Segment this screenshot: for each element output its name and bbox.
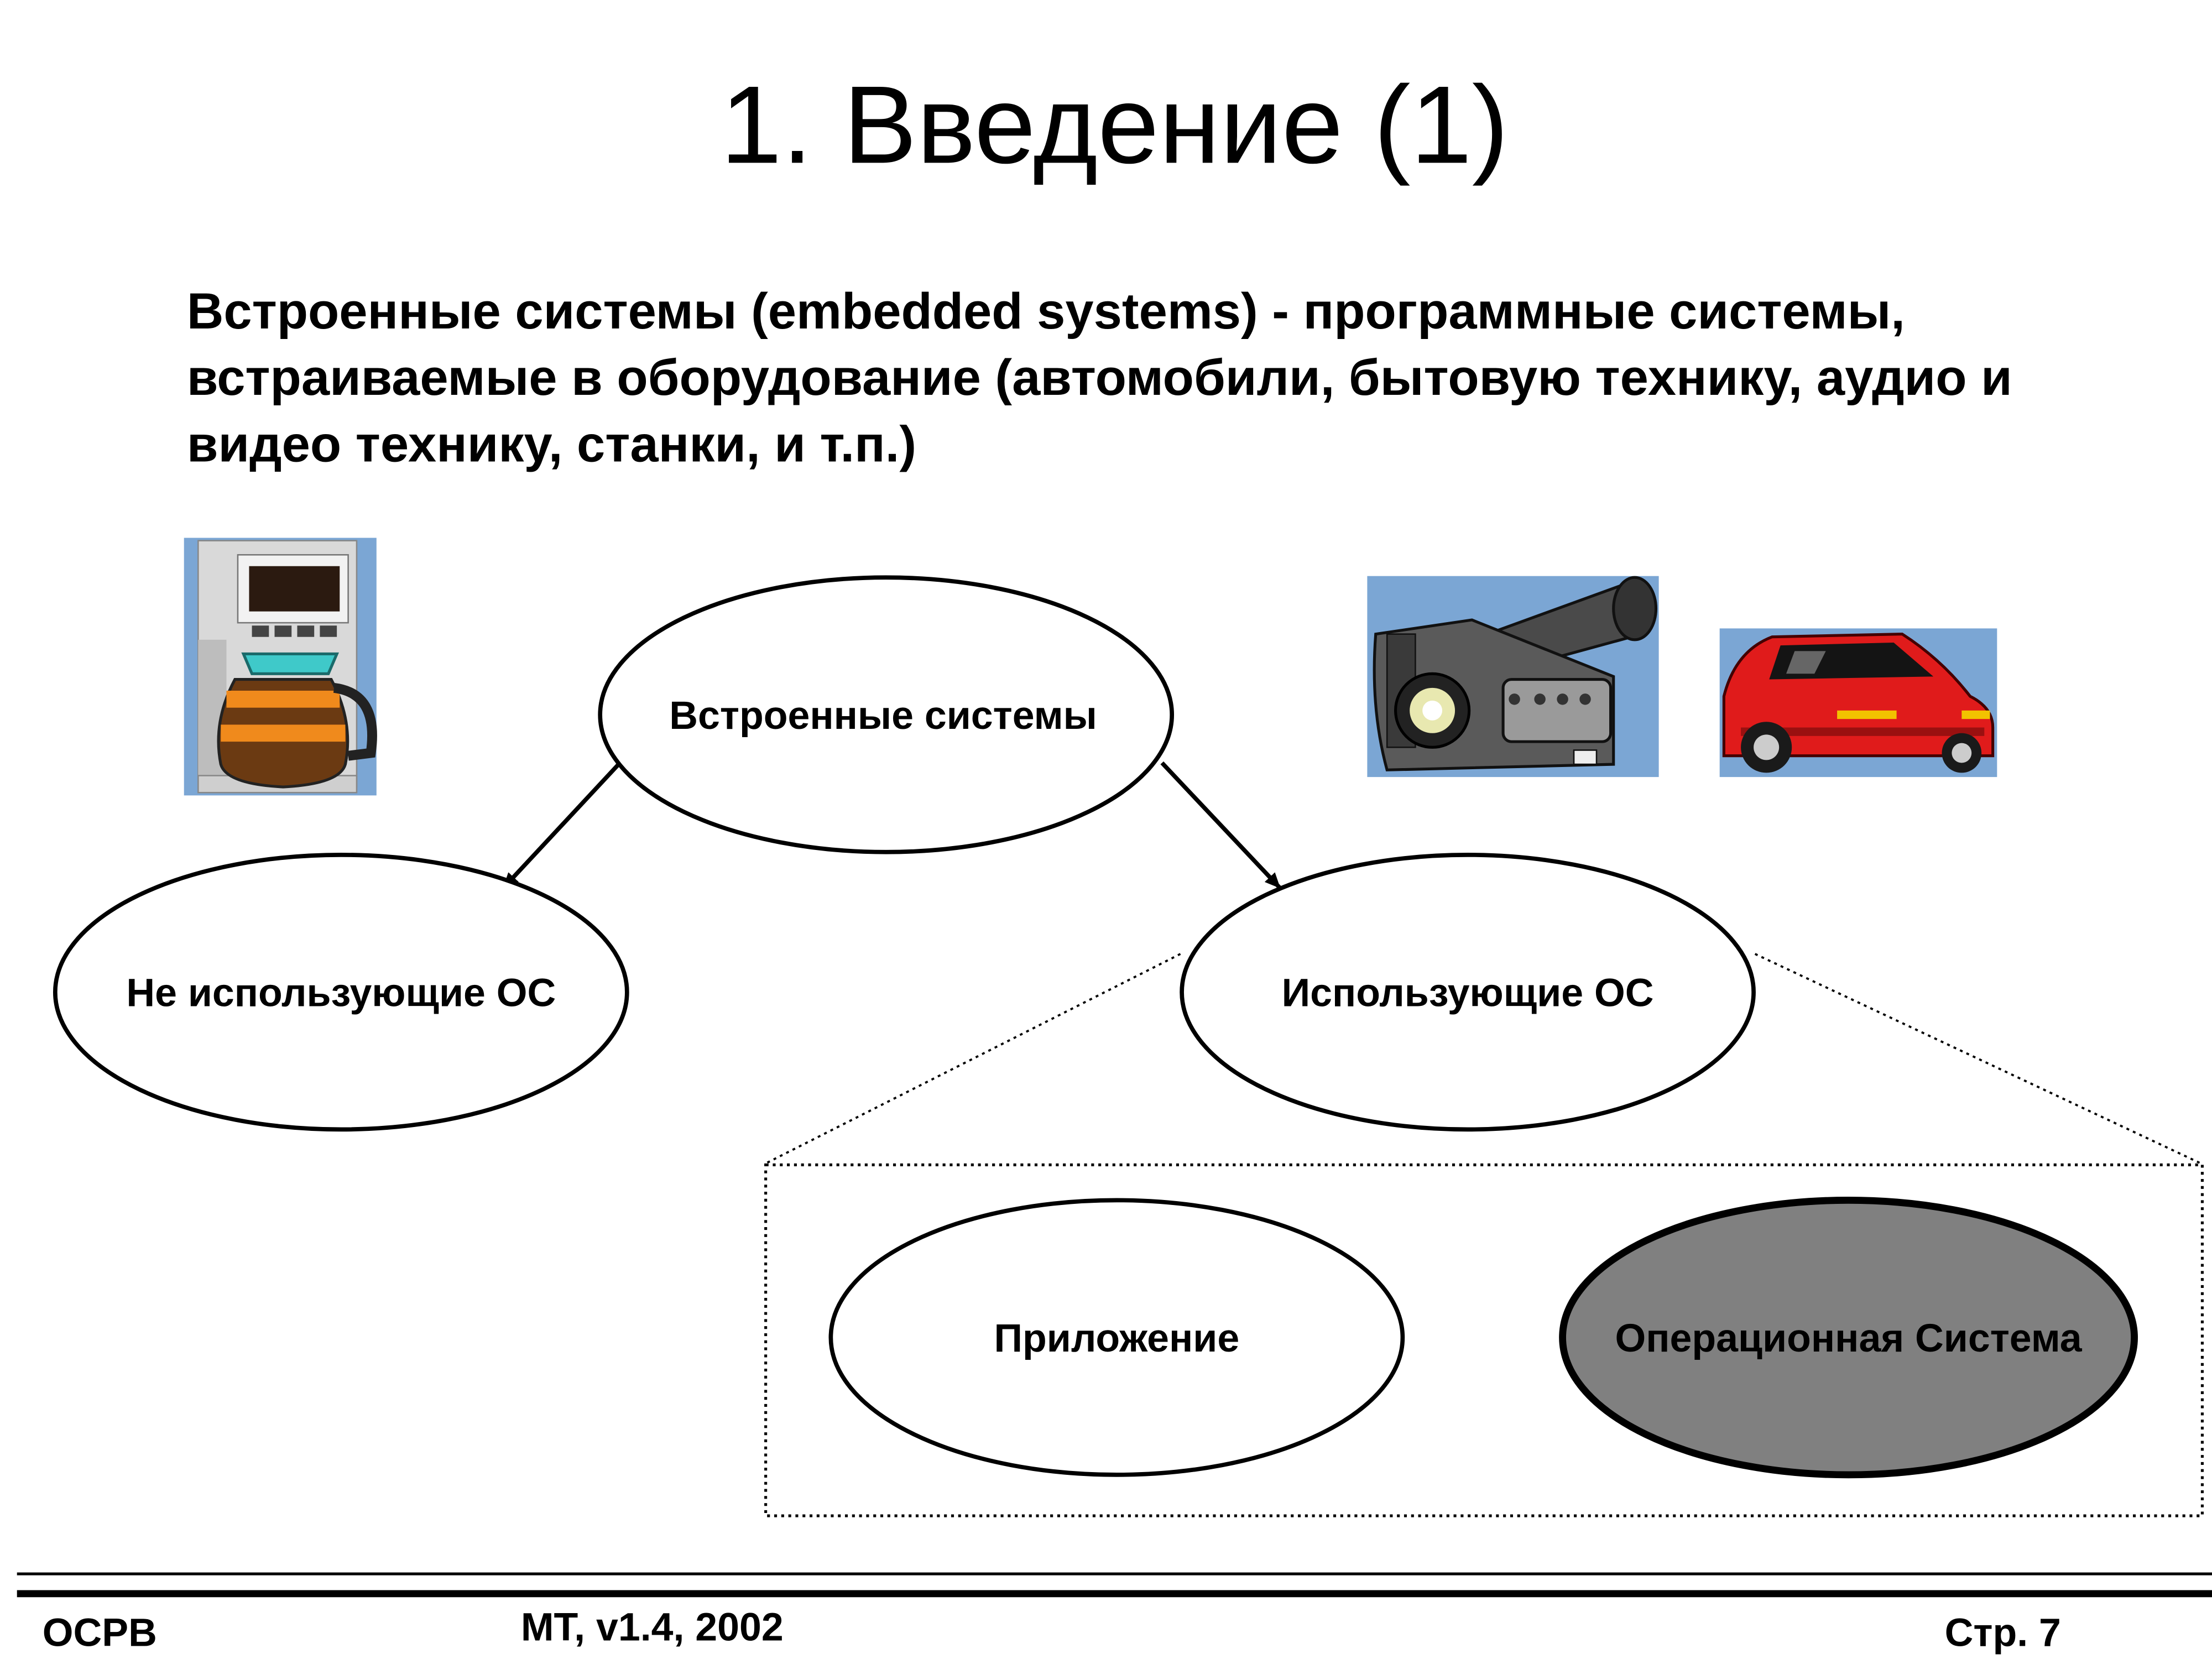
footer-course: ОСРВ bbox=[42, 1610, 157, 1655]
sports-car-icon bbox=[1719, 628, 1997, 778]
coffee-maker-icon bbox=[184, 538, 377, 796]
operating-system-node bbox=[1559, 1196, 2138, 1479]
no-os-label: Не использующие ОС bbox=[126, 971, 556, 1015]
application-node bbox=[828, 1198, 1405, 1477]
os-composition-box bbox=[764, 1163, 2204, 1517]
slide-title: 1. Введение (1) bbox=[720, 62, 1509, 187]
callout-line-right bbox=[1754, 953, 2201, 1165]
embedded-systems-node bbox=[598, 575, 1175, 854]
intro-paragraph: Встроенные системы (embedded systems) - … bbox=[186, 281, 2012, 473]
footer-page-number: Стр. 7 bbox=[1944, 1610, 2061, 1655]
video-camera-icon bbox=[1367, 576, 1659, 778]
operating-system-label: Операционная Система bbox=[1615, 1316, 2082, 1360]
no-os-node bbox=[53, 853, 629, 1132]
with-os-node bbox=[1180, 853, 1756, 1132]
arrow-to-no-os bbox=[502, 761, 622, 889]
arrow-to-with-os bbox=[1160, 761, 1281, 889]
footer-version: МТ, v1.4, 2002 bbox=[520, 1605, 784, 1649]
embedded-systems-label: Встроенные системы bbox=[669, 693, 1097, 738]
with-os-label: Использующие ОС bbox=[1281, 971, 1654, 1015]
callout-line-left bbox=[765, 953, 1181, 1165]
application-label: Приложение bbox=[994, 1316, 1240, 1360]
